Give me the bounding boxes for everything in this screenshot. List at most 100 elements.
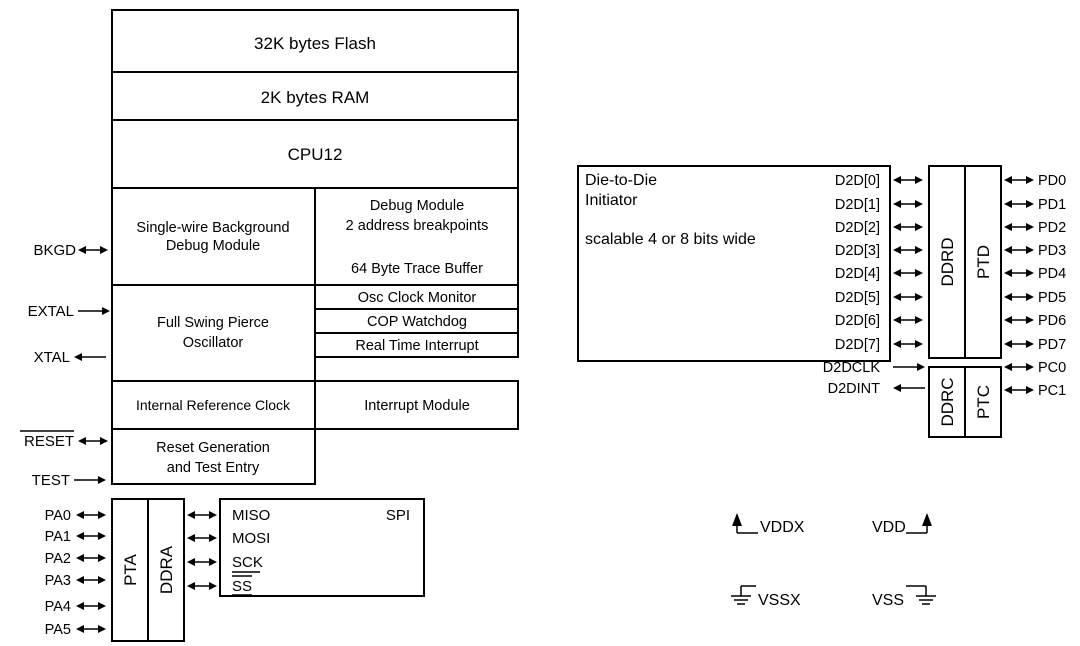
ptd-label: PTD <box>974 245 993 279</box>
spi-title: SPI <box>386 507 410 524</box>
interrupt-module-label: Interrupt Module <box>364 398 470 414</box>
pc1-arrow <box>1003 385 1035 395</box>
reset-block <box>111 428 316 485</box>
bdm-label-1: Single-wire Background <box>136 220 289 236</box>
flash-label: 32K bytes Flash <box>254 34 376 53</box>
ram-label: 2K bytes RAM <box>261 88 370 107</box>
d2d-data-4: D2D[4] <box>835 266 880 282</box>
pc0-arrow <box>1003 362 1035 372</box>
cpu-label: CPU12 <box>288 145 343 164</box>
rti-label: Real Time Interrupt <box>355 338 478 354</box>
pta-block <box>111 498 149 642</box>
d2d-data-0: D2D[0] <box>835 173 880 189</box>
d2d-block <box>577 165 891 362</box>
d2d7-arrow <box>892 339 924 349</box>
pin-pa3: PA3 <box>45 573 71 589</box>
ptc-label: PTC <box>974 385 993 419</box>
pin-pd2: PD2 <box>1038 220 1066 236</box>
bdm-label-2: Debug Module <box>166 238 260 254</box>
d2d: Die-to-Die Initiator scalable 4 or 8 bit… <box>577 165 1066 438</box>
irc-block <box>111 380 316 430</box>
spi-ss: SS <box>232 578 252 595</box>
pin-xtal: XTAL <box>34 349 70 366</box>
d2d-data-5: D2D[5] <box>835 290 880 306</box>
irc-label: Internal Reference Clock <box>136 397 291 413</box>
ptd-block <box>964 165 1002 359</box>
ram-block <box>111 71 519 121</box>
spi-mosi: MOSI <box>232 530 270 547</box>
vddx-label: VDDX <box>760 519 805 536</box>
ddrc-label: DDRC <box>938 377 957 426</box>
pin-pd1: PD1 <box>1038 197 1066 213</box>
pin-pd7: PD7 <box>1038 337 1066 353</box>
power-symbols: VDDX VDD VSSX VSS <box>731 513 936 609</box>
debug-label-2: 2 address breakpoints <box>346 218 489 234</box>
pd1-arrow <box>1003 199 1035 209</box>
pa4-arrow <box>75 601 107 611</box>
osc-label-1: Full Swing Pierce <box>157 315 269 331</box>
flash-block <box>111 9 519 73</box>
pa3-arrow <box>75 575 107 585</box>
d2d-data-7: D2D[7] <box>835 337 880 353</box>
pin-pd5: PD5 <box>1038 290 1066 306</box>
pin-pa1: PA1 <box>45 529 71 545</box>
vdd-symbol-icon <box>906 513 932 534</box>
d2d-data-1: D2D[1] <box>835 197 880 213</box>
cop-block <box>314 308 519 334</box>
vssx-ground-icon <box>731 585 756 605</box>
pd0-arrow <box>1003 175 1035 185</box>
d2d6-arrow <box>892 315 924 325</box>
pin-pa4: PA4 <box>45 599 71 615</box>
d2dint-arrow <box>892 383 926 393</box>
d2d-data-6: D2D[6] <box>835 313 880 329</box>
spi-miso: MISO <box>232 507 270 524</box>
sck-arrow <box>186 557 218 567</box>
d2d-data-2: D2D[2] <box>835 220 880 236</box>
cpu-block <box>111 119 519 189</box>
d2d4-arrow <box>892 268 924 278</box>
d2d2-arrow <box>892 222 924 232</box>
xtal-arrow <box>73 352 107 362</box>
bkgd-arrow <box>77 245 109 255</box>
spi-sck: SCK <box>232 554 263 571</box>
interrupt-module-block <box>314 380 519 430</box>
cop-label: COP Watchdog <box>367 314 467 330</box>
d2d-clk: D2DCLK <box>823 360 881 376</box>
pin-reset: RESET <box>24 433 74 450</box>
mosi-arrow <box>186 533 218 543</box>
d2d-data-3: D2D[3] <box>835 243 880 259</box>
pa1-arrow <box>75 531 107 541</box>
pin-pd6: PD6 <box>1038 313 1066 329</box>
port-a: PTA DDRA PA0 PA1 PA2 PA3 PA4 PA5 <box>45 498 185 642</box>
vssx-label: VSSX <box>758 592 801 609</box>
osc-monitor-label: Osc Clock Monitor <box>358 290 477 306</box>
pta-label: PTA <box>121 553 140 585</box>
pa0-arrow <box>75 510 107 520</box>
spi: SPI MISO MOSI SCK SS <box>186 498 425 597</box>
vddx-symbol-icon <box>732 513 758 534</box>
pd2-arrow <box>1003 222 1035 232</box>
pd4-arrow <box>1003 268 1035 278</box>
d2d-int: D2DINT <box>828 381 881 397</box>
pd5-arrow <box>1003 292 1035 302</box>
debug-label-1: Debug Module <box>370 198 464 214</box>
mcu-core: 32K bytes Flash 2K bytes RAM CPU12 Singl… <box>111 9 519 485</box>
ss-arrow <box>186 581 218 591</box>
pin-pa5: PA5 <box>45 622 71 638</box>
pd7-arrow <box>1003 339 1035 349</box>
pin-pd4: PD4 <box>1038 266 1066 282</box>
pin-pa2: PA2 <box>45 551 71 567</box>
spi-block <box>219 498 425 597</box>
d2d1-arrow <box>892 199 924 209</box>
pin-bkgd: BKGD <box>33 242 76 259</box>
bdm-block <box>111 187 316 286</box>
osc-label-2: Oscillator <box>183 335 244 351</box>
pa2-arrow <box>75 553 107 563</box>
pin-pc1: PC1 <box>1038 383 1066 399</box>
d2d0-arrow <box>892 175 924 185</box>
vdd-label: VDD <box>872 519 906 536</box>
d2d3-arrow <box>892 245 924 255</box>
debug-label-3: 64 Byte Trace Buffer <box>351 261 483 277</box>
ddrd-label: DDRD <box>938 237 957 286</box>
